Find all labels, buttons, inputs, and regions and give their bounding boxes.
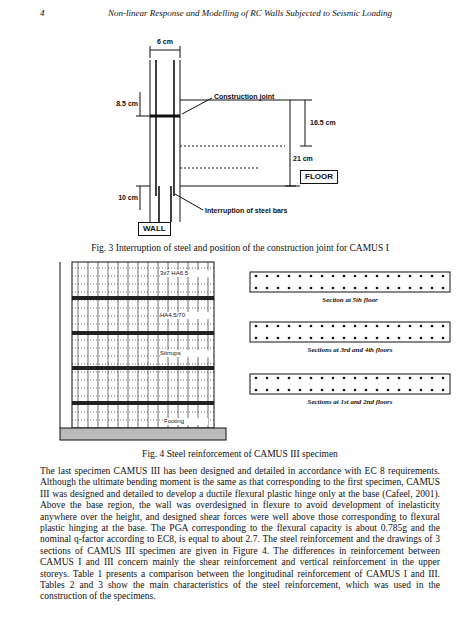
figure-label: Footing [164,418,208,425]
label-box: WALL [138,222,171,236]
label-box: FLOOR [300,170,338,184]
figure-label: 4 [40,8,60,18]
figure-label: Construction joint [214,92,304,102]
figure-label: 16.5 cm [310,118,350,128]
figure-label: Section at 5th floor [250,295,450,305]
figure-label: Non-linear Response and Modelling of RC … [60,8,440,18]
figure-label: Sections at 1st and 2nd floors [250,397,450,407]
figure-label: 3x7 HA6.5 [160,270,212,277]
figure-caption: Fig. 3 Interruption of steel and positio… [40,243,440,254]
figure-label: Sections at 3rd and 4th floors [250,345,450,355]
box-text: WALL [143,224,166,234]
figure-label: HA4.5/70 [160,312,212,319]
figure-label: 8.5 cm [106,99,138,109]
figure-label: 6 cm [143,37,187,47]
body-paragraph: The last specimen CAMUS III has been des… [40,466,440,603]
figure-label: 10 cm [106,193,138,203]
figure-label: 21 cm [293,154,323,164]
box-text: FLOOR [305,172,333,182]
figure-label: Stirrups [160,350,212,357]
figure-caption: Fig. 4 Steel reinforcement of CAMUS III … [40,449,440,460]
figure-label: Interruption of steel bars [205,206,325,216]
